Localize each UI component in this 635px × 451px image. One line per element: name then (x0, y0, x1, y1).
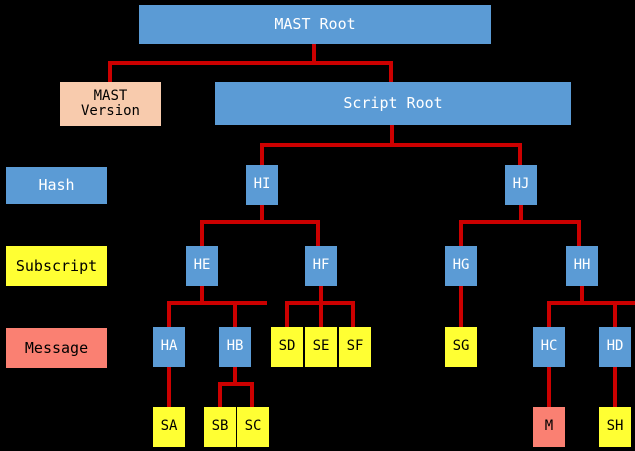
legend-label-hash: Hash (38, 176, 75, 195)
edge-to-mast-version (108, 61, 112, 83)
edge-hf-stub (319, 286, 323, 303)
legend-label-subscript: Subscript (15, 256, 98, 275)
node-sc-label: SC (244, 418, 262, 435)
node-sa[interactable]: SA (153, 407, 185, 447)
edge-to-sb (218, 382, 222, 409)
node-hd[interactable]: HD (599, 327, 631, 367)
edge-to-hj (518, 143, 522, 166)
node-hi-label: HI (253, 176, 271, 193)
edge-to-script-root (389, 61, 393, 83)
node-hf[interactable]: HF (305, 246, 337, 286)
node-sd[interactable]: SD (271, 327, 303, 367)
node-sf[interactable]: SF (339, 327, 371, 367)
edge-to-hi (260, 143, 264, 166)
node-se-label: SE (312, 338, 330, 355)
node-hg[interactable]: HG (445, 246, 477, 286)
node-sc[interactable]: SC (237, 407, 269, 447)
edge-to-hd (613, 301, 617, 328)
edge-to-sa (167, 367, 171, 409)
edge-to-m (547, 367, 551, 409)
edge-to-sc (250, 382, 254, 409)
node-hf-label: HF (312, 257, 330, 274)
node-mast-root-label: MAST Root (274, 15, 356, 34)
node-ha[interactable]: HA (153, 327, 185, 367)
node-m-label: M (544, 418, 554, 435)
edge-he-bus (167, 301, 267, 305)
edge-hh-bus (547, 301, 635, 305)
node-he[interactable]: HE (186, 246, 218, 286)
legend-item-hash: Hash (6, 167, 107, 204)
node-mast-root[interactable]: MAST Root (139, 5, 491, 44)
node-hh[interactable]: HH (566, 246, 598, 286)
edge-to-hh (577, 220, 581, 247)
edge-to-se (319, 301, 323, 328)
node-hg-label: HG (452, 257, 470, 274)
node-sb[interactable]: SB (204, 407, 236, 447)
node-mast-version[interactable]: MAST Version (60, 82, 161, 126)
node-sg-label: SG (452, 338, 470, 355)
node-hc[interactable]: HC (533, 327, 565, 367)
edge-to-hg (459, 220, 463, 247)
edge-hj-stub (519, 205, 523, 222)
node-he-label: HE (193, 257, 211, 274)
legend-label-message: Message (24, 338, 89, 357)
edge-to-ha (167, 301, 171, 328)
node-sd-label: SD (278, 338, 296, 355)
edge-to-sh (613, 367, 617, 409)
legend-item-message: Message (6, 328, 107, 368)
node-script-root-label: Script Root (343, 94, 443, 113)
node-hc-label: HC (540, 338, 558, 355)
node-hj-label: HJ (512, 176, 530, 193)
edge-script-root-stub (390, 125, 394, 145)
edge-to-sg (459, 286, 463, 328)
node-se[interactable]: SE (305, 327, 337, 367)
edge-to-hb (233, 301, 237, 328)
node-m[interactable]: M (533, 407, 565, 447)
edge-hh-stub (580, 286, 584, 303)
node-sh-label: SH (606, 418, 624, 435)
edge-to-he (200, 220, 204, 247)
node-hb[interactable]: HB (219, 327, 251, 367)
edge-to-sf (351, 301, 355, 328)
node-script-root[interactable]: Script Root (215, 82, 571, 125)
node-sa-label: SA (160, 418, 178, 435)
legend-item-subscript: Subscript (6, 246, 107, 286)
node-hh-label: HH (573, 257, 591, 274)
edge-hi-stub (260, 205, 264, 222)
edge-hb-stub (233, 367, 237, 384)
edge-hj-bus (459, 220, 581, 224)
node-mast-version-label: MAST Version (80, 87, 140, 119)
edge-to-hf (316, 220, 320, 247)
node-hi[interactable]: HI (246, 165, 278, 205)
node-sh[interactable]: SH (599, 407, 631, 447)
edge-mast-root-bus (108, 61, 393, 65)
edge-he-stub (200, 286, 204, 303)
edge-to-hc (547, 301, 551, 328)
node-hj[interactable]: HJ (505, 165, 537, 205)
node-hb-label: HB (226, 338, 244, 355)
node-sb-label: SB (211, 418, 229, 435)
edge-mast-root-stub (312, 43, 316, 63)
edge-to-sd (285, 301, 289, 328)
node-ha-label: HA (160, 338, 178, 355)
node-sg[interactable]: SG (445, 327, 477, 367)
edge-script-root-bus (260, 143, 522, 147)
node-sf-label: SF (346, 338, 364, 355)
node-hd-label: HD (606, 338, 624, 355)
edge-hi-bus (200, 220, 320, 224)
edge-hb-bus (218, 382, 254, 386)
